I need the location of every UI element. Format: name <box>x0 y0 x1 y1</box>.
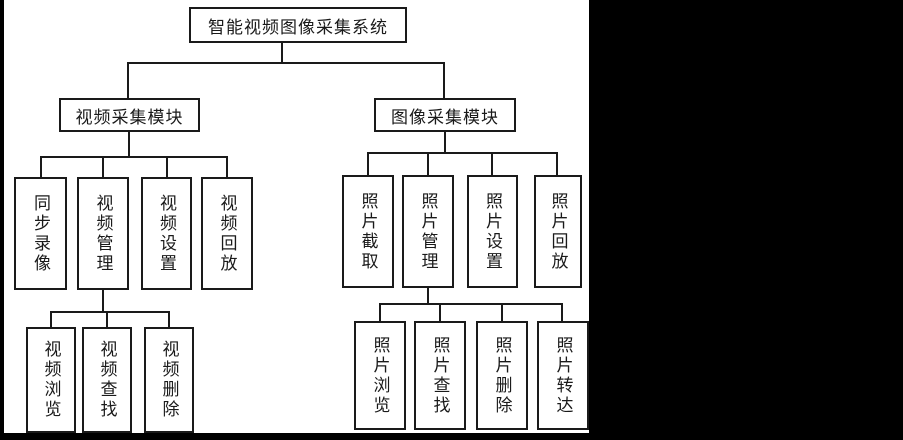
node-photo-capture: 照片截取 <box>342 175 394 288</box>
node-root: 智能视频图像采集系统 <box>189 7 407 43</box>
connector-stub <box>40 156 42 177</box>
node-photo-manage: 照片管理 <box>402 175 454 288</box>
connector-video-manage-drop <box>102 290 104 313</box>
connector-video-manage-children-horizontal <box>50 311 170 313</box>
node-video-setting: 视频设置 <box>141 177 192 290</box>
node-photo-browse: 照片浏览 <box>354 321 406 430</box>
connector-stub <box>491 152 493 175</box>
node-video-delete: 视频删除 <box>144 327 194 433</box>
connector-stub <box>367 152 369 175</box>
node-photo-delete: 照片删除 <box>476 321 528 430</box>
node-video-browse: 视频浏览 <box>26 327 76 433</box>
diagram-canvas: 智能视频图像采集系统 视频采集模块 图像采集模块 同步录像 视频管理 视频设置 … <box>4 0 589 433</box>
connector-stub <box>556 152 558 175</box>
connector-image-children-horizontal <box>367 152 558 154</box>
node-video-search: 视频查找 <box>82 327 132 433</box>
connector-photo-manage-drop <box>427 288 429 305</box>
connector-stub <box>166 156 168 177</box>
connector-video-module-drop <box>128 132 130 158</box>
connector-stub <box>439 303 441 321</box>
node-photo-forward: 照片转达 <box>537 321 589 430</box>
node-video-module: 视频采集模块 <box>59 98 200 132</box>
connector-stub <box>50 311 52 327</box>
connector-stub <box>106 311 108 327</box>
connector-stub <box>561 303 563 321</box>
node-photo-playback: 照片回放 <box>534 175 582 288</box>
connector-level1-horizontal <box>127 62 445 64</box>
connector-stub <box>379 303 381 321</box>
node-photo-search: 照片查找 <box>414 321 466 430</box>
connector-root-drop <box>281 43 283 64</box>
connector-stub <box>102 156 104 177</box>
node-image-module: 图像采集模块 <box>374 98 516 132</box>
connector-level1-right-drop <box>443 62 445 98</box>
connector-image-module-drop <box>444 132 446 154</box>
node-photo-setting: 照片设置 <box>467 175 518 288</box>
connector-stub <box>501 303 503 321</box>
connector-video-children-horizontal <box>40 156 228 158</box>
connector-photo-manage-children-horizontal <box>379 303 563 305</box>
connector-level1-left-drop <box>127 62 129 98</box>
connector-stub <box>226 156 228 177</box>
node-video-playback: 视频回放 <box>201 177 253 290</box>
connector-stub <box>168 311 170 327</box>
connector-stub <box>427 152 429 175</box>
node-video-manage: 视频管理 <box>77 177 129 290</box>
node-sync-record: 同步录像 <box>14 177 67 290</box>
